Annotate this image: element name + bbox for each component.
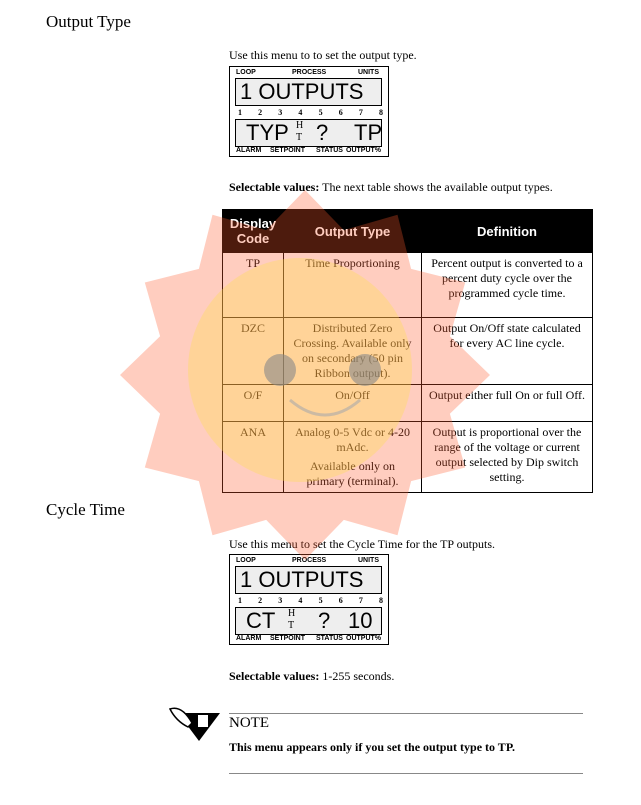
lcd-line2: TYP H T ? TP xyxy=(235,119,382,147)
note-quill-icon xyxy=(168,707,220,741)
divider xyxy=(229,773,583,774)
note-text: This menu appears only if you set the ou… xyxy=(229,740,516,754)
lcd-line1: 1 OUTPUTS xyxy=(235,566,382,594)
note-title: NOTE xyxy=(229,715,269,731)
lcd-label: UNITS xyxy=(358,69,379,76)
cycle-time-intro: Use this menu to set the Cycle Time for … xyxy=(229,537,495,551)
lcd-line2: CT H T ? 10 xyxy=(235,607,382,635)
section-title-cycle-time: Cycle Time xyxy=(46,500,125,519)
divider xyxy=(229,713,583,714)
section-title-output-type: Output Type xyxy=(46,12,131,31)
lcd-label: LOOP xyxy=(236,69,256,76)
output-type-intro: Use this menu to to set the output type. xyxy=(229,48,417,62)
selectable-values-output-type: Selectable values: The next table shows … xyxy=(229,180,553,194)
selectable-values-cycle-time: Selectable values: 1-255 seconds. xyxy=(229,669,395,683)
lcd-line1: 1 OUTPUTS xyxy=(235,78,382,106)
lcd-label: PROCESS xyxy=(292,69,327,76)
